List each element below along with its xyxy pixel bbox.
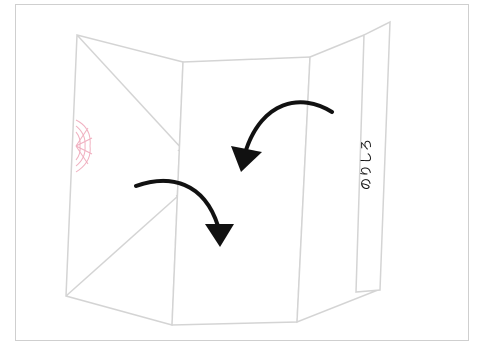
glue-tab-label: のりしろ bbox=[359, 138, 373, 190]
